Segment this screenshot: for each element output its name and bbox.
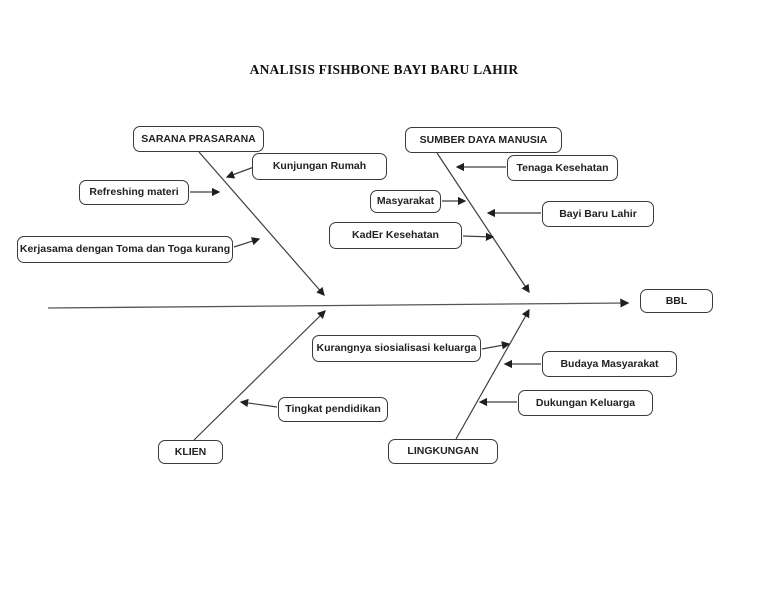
arrow-kurangnya-sosialisasi	[481, 341, 511, 350]
category-label: SARANA PRASARANA	[141, 132, 256, 145]
cause-box-kurangnya-sosialisasi: Kurangnya siosialisasi keluarga	[312, 335, 481, 362]
cause-box-bayi-baru-lahir: Bayi Baru Lahir	[542, 201, 654, 227]
cause-box-masyarakat: Masyarakat	[370, 190, 441, 213]
cause-label: Masyarakat	[376, 195, 435, 208]
cause-box-kunjungan-rumah: Kunjungan Rumah	[252, 153, 387, 180]
cause-label: Tingkat pendidikan	[285, 403, 381, 416]
arrow-kader-kesehatan	[462, 232, 495, 241]
category-box-lingkungan: LINGKUNGAN	[388, 439, 498, 464]
category-label: SUMBER DAYA MANUSIA	[419, 133, 548, 146]
arrow-tingkat-pendidikan	[239, 398, 278, 408]
cause-label: Budaya Masyarakat	[560, 357, 659, 370]
category-box-klien: KLIEN	[158, 440, 223, 464]
category-box-sarana-prasarana: SARANA PRASARANA	[133, 126, 264, 152]
branch-sdm-line	[436, 152, 530, 294]
cause-label: Kerjasama dengan Toma dan Toga kurang	[19, 243, 231, 256]
arrow-kunjungan-rumah	[225, 166, 255, 179]
cause-box-dukungan-keluarga: Dukungan Keluarga	[518, 390, 653, 416]
spine-line	[47, 298, 630, 309]
branch-lingkungan-line	[455, 308, 530, 440]
cause-label: Bayi Baru Lahir	[559, 207, 637, 220]
cause-label: Refreshing materi	[89, 186, 179, 199]
cause-box-tenaga-kesehatan: Tenaga Kesehatan	[507, 155, 618, 181]
cause-box-refreshing-materi: Refreshing materi	[79, 180, 189, 205]
effect-label: BBL	[665, 294, 688, 307]
cause-box-tingkat-pendidikan: Tingkat pendidikan	[278, 397, 388, 422]
branch-sarana-line	[198, 151, 325, 296]
category-box-sumber-daya-manusia: SUMBER DAYA MANUSIA	[405, 127, 562, 153]
cause-label: Dukungan Keluarga	[535, 396, 636, 409]
cause-label: Tenaga Kesehatan	[516, 161, 609, 174]
cause-box-budaya-masyarakat: Budaya Masyarakat	[542, 351, 677, 377]
arrow-kerjasama	[233, 237, 261, 248]
cause-label: Kurangnya siosialisasi keluarga	[316, 342, 477, 355]
cause-box-kader-kesehatan: KadEr Kesehatan	[329, 222, 462, 249]
cause-label: KadEr Kesehatan	[352, 229, 439, 242]
category-label: LINGKUNGAN	[407, 445, 479, 458]
effect-box-bbl: BBL	[640, 289, 713, 313]
branch-klien-line	[193, 310, 326, 441]
cause-box-kerjasama: Kerjasama dengan Toma dan Toga kurang	[17, 236, 233, 263]
cause-label: Kunjungan Rumah	[272, 160, 367, 173]
page-title: ANALISIS FISHBONE BAYI BARU LAHIR	[249, 62, 519, 77]
category-label: KLIEN	[174, 445, 207, 458]
